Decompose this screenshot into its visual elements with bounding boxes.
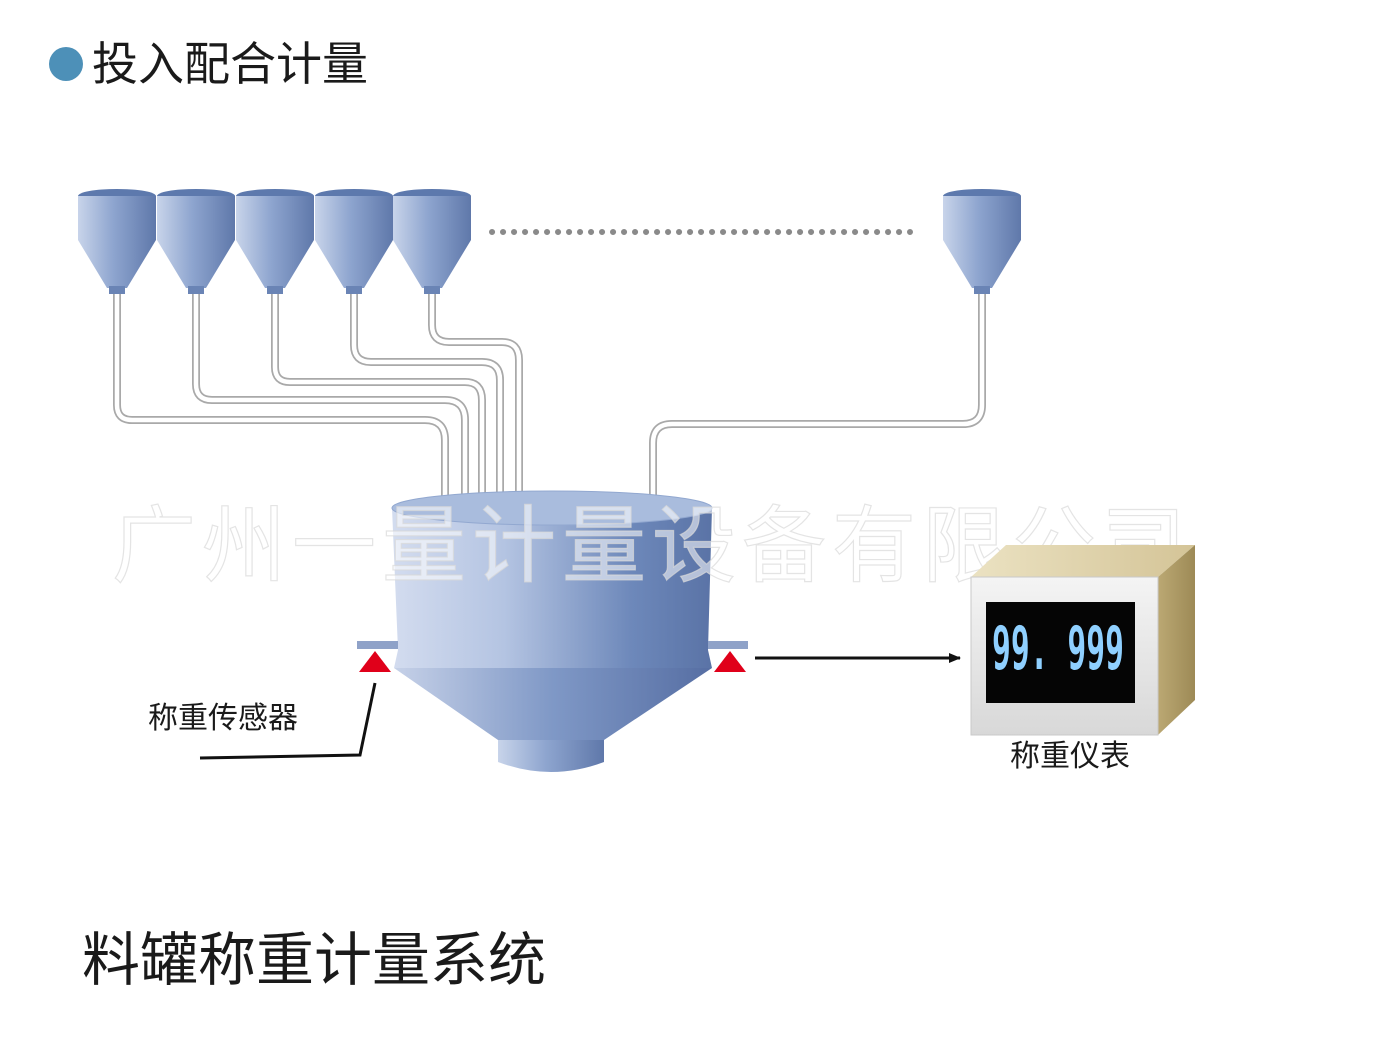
hopper	[315, 189, 393, 294]
load-cell-icon	[359, 651, 391, 672]
leader-line	[199, 682, 377, 760]
weighing-tank	[357, 490, 748, 772]
left-bracket	[357, 641, 398, 649]
hopper	[393, 189, 471, 294]
right-bracket	[708, 641, 748, 649]
load-cell-icon	[714, 651, 746, 672]
section-title: 投入配合计量	[92, 37, 368, 91]
section-header: 投入配合计量	[49, 37, 368, 91]
hopper-row	[78, 189, 1021, 294]
indicator-display	[986, 602, 1135, 703]
feed-pipes	[113, 294, 986, 500]
hopper	[157, 189, 235, 294]
bullet-icon	[49, 47, 83, 81]
indicator-label: 称重仪表	[1010, 739, 1130, 774]
hopper	[78, 189, 156, 294]
indicator-readout: 99. 999	[992, 614, 1124, 684]
load-cell-label: 称重传感器	[148, 701, 298, 736]
hopper	[943, 189, 1021, 294]
weighing-indicator: 99. 999	[970, 545, 1195, 736]
diagram-caption: 料罐称重计量系统	[82, 926, 546, 994]
hopper	[236, 189, 314, 294]
